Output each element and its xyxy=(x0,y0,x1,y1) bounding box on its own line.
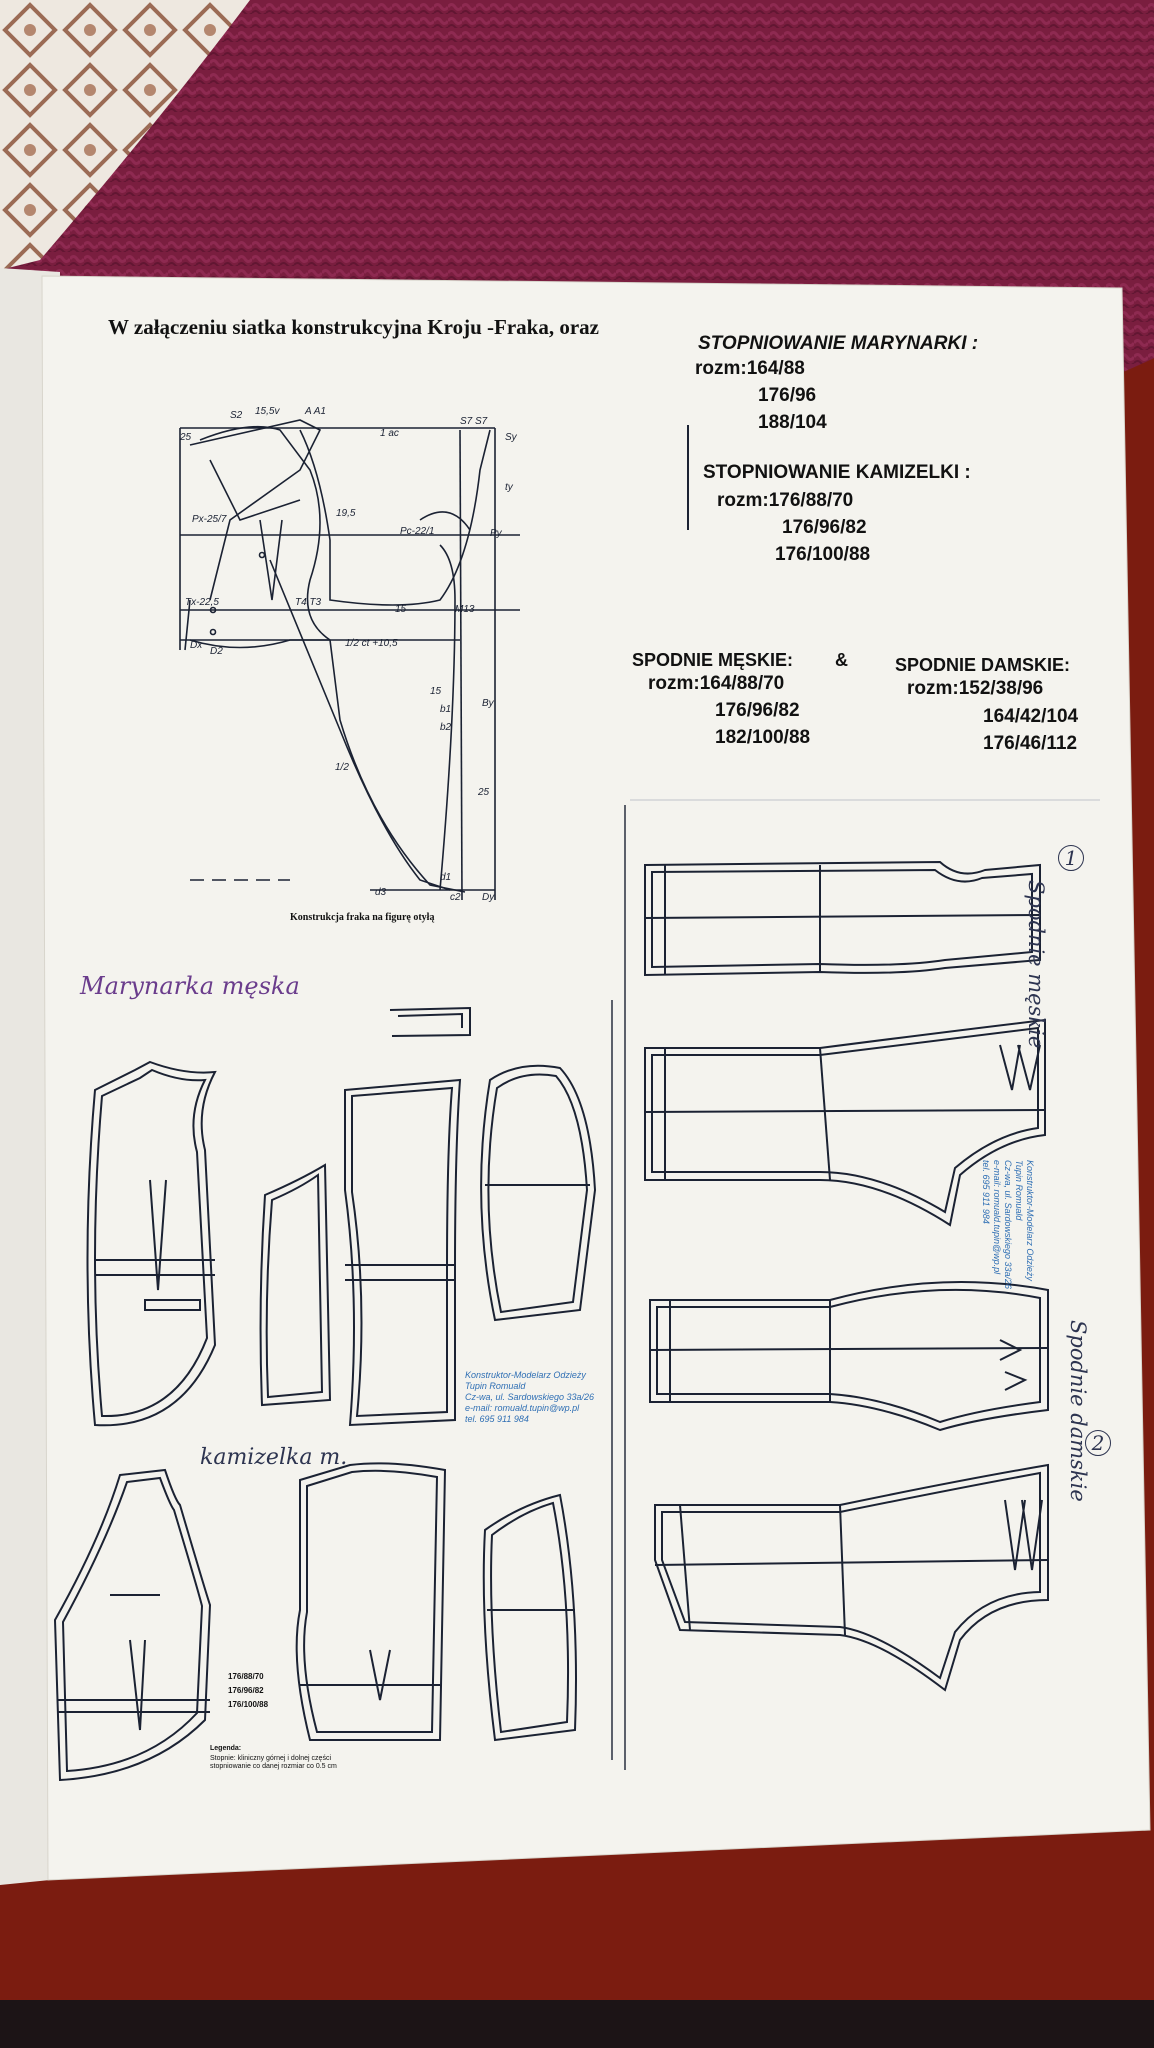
svg-text:By: By xyxy=(482,698,495,709)
handwritten-number-1: 1 xyxy=(1058,845,1084,871)
legend-title: Legenda: xyxy=(210,1745,242,1752)
svg-text:1/2 ct +10,5: 1/2 ct +10,5 xyxy=(345,638,398,649)
svg-text:15: 15 xyxy=(395,604,407,615)
marynarka-size-3: 188/104 xyxy=(758,412,827,433)
handwritten-marynarka: Marynarka męska xyxy=(80,972,300,1000)
designer-stamp: Konstruktor-Modelarz Odzieży Tupin Romua… xyxy=(465,1370,610,1425)
kamizelka-mark-2: 176/96/82 xyxy=(228,1686,264,1695)
svg-text:T4 T3: T4 T3 xyxy=(295,597,322,608)
svg-text:Pc-22/1: Pc-22/1 xyxy=(400,526,434,537)
handwritten-spodnie-damskie: Spodnie damskie xyxy=(1066,1320,1090,1502)
spodnie-meskie-title: SPODNIE MĘSKIE: xyxy=(632,650,794,670)
stamp-email: e-mail: romuald.tupin@wp.pl xyxy=(465,1403,580,1413)
svg-text:Px-25/7: Px-25/7 xyxy=(192,514,227,525)
handwritten-spodnie-meskie: Spodnie męskie xyxy=(1024,880,1048,1049)
spodnie-meskie-size-3: 182/100/88 xyxy=(715,727,811,748)
svg-text:15: 15 xyxy=(430,686,442,697)
svg-text:d1: d1 xyxy=(440,872,451,883)
kamizelka-size-3: 176/100/88 xyxy=(775,544,871,565)
spodnie-damskie-size-1: rozm:152/38/96 xyxy=(907,678,1044,699)
svg-text:b2: b2 xyxy=(440,722,452,733)
stamp-rot-person: Tupin Romuald xyxy=(1014,1160,1024,1221)
marynarka-size-2: 176/96 xyxy=(758,385,817,406)
spodnie-meskie-size-1: rozm:164/88/70 xyxy=(648,673,785,694)
stamp-rot-address: Cz-wa, ul. Sardowskiego 33a/26 xyxy=(1003,1160,1013,1290)
trousers-patterns xyxy=(644,860,1049,1692)
bottom-shadow xyxy=(0,2000,1154,2048)
lace-doily xyxy=(0,0,250,270)
svg-text:M13: M13 xyxy=(455,604,475,615)
svg-text:d3: d3 xyxy=(375,887,387,898)
svg-text:1 ac: 1 ac xyxy=(380,428,399,439)
svg-text:15,5v: 15,5v xyxy=(255,406,280,417)
svg-text:ty: ty xyxy=(505,482,514,493)
svg-text:Dy: Dy xyxy=(482,892,495,903)
svg-text:c2: c2 xyxy=(450,892,461,903)
stamp-rot-phone: tel. 695 911 984 xyxy=(981,1160,991,1224)
stamp-name: Konstruktor-Modelarz Odzieży xyxy=(465,1370,586,1380)
legend-text: Stopnie: kliniczny górnej i dolnej częśc… xyxy=(210,1755,337,1770)
handwritten-number-2: 2 xyxy=(1085,1430,1111,1456)
ampersand: & xyxy=(835,650,848,670)
handwritten-kamizelka: kamizelka m. xyxy=(200,1445,348,1470)
spodnie-damskie-size-2: 164/42/104 xyxy=(983,706,1079,727)
spodnie-meskie-size-2: 176/96/82 xyxy=(715,700,800,721)
stamp-address: Cz-wa, ul. Sardowskiego 33a/26 xyxy=(465,1392,595,1402)
svg-text:Tx-22,5: Tx-22,5 xyxy=(185,597,219,608)
spodnie-damskie-size-3: 176/46/112 xyxy=(983,733,1078,754)
kamizelka-mark-1: 176/88/70 xyxy=(228,1672,264,1681)
kamizelka-mark-3: 176/100/88 xyxy=(228,1700,269,1709)
marynarka-patterns xyxy=(86,1000,613,1760)
svg-text:19,5: 19,5 xyxy=(336,508,356,519)
kamizelka-grading-title: STOPNIOWANIE KAMIZELKI : xyxy=(703,462,971,483)
kamizelka-patterns xyxy=(53,1462,577,1782)
svg-text:S7 S7: S7 S7 xyxy=(460,416,488,427)
svg-text:S2: S2 xyxy=(230,410,243,421)
frak-construction-drawing xyxy=(179,419,520,901)
svg-text:Sy: Sy xyxy=(505,432,518,443)
marynarka-size-1: rozm:164/88 xyxy=(695,358,805,379)
svg-text:25: 25 xyxy=(179,432,192,443)
spodnie-damskie-title: SPODNIE DAMSKIE: xyxy=(895,655,1071,675)
svg-text:b1: b1 xyxy=(440,704,451,715)
stamp-rot-email: e-mail: romuald.tupin@wp.pl xyxy=(992,1160,1002,1275)
marynarka-grading-title: STOPNIOWANIE MARYNARKI : xyxy=(698,333,979,354)
designer-stamp-rotated: Konstruktor-Modelarz Odzieży Tupin Romua… xyxy=(980,1160,1035,1310)
svg-text:Py: Py xyxy=(490,528,503,539)
kamizelka-size-1: rozm:176/88/70 xyxy=(717,490,854,511)
stamp-rot-name: Konstruktor-Modelarz Odzieży xyxy=(1025,1160,1035,1281)
stamp-person: Tupin Romuald xyxy=(465,1381,526,1391)
svg-text:Dx: Dx xyxy=(190,640,203,651)
intro-text: W załączeniu siatka konstrukcyjna Kroju … xyxy=(108,315,599,339)
frak-caption: Konstrukcja fraka na figurę otyłą xyxy=(290,912,435,923)
stamp-phone: tel. 695 911 984 xyxy=(465,1414,529,1424)
svg-text:D2: D2 xyxy=(210,646,223,657)
svg-text:A A1: A A1 xyxy=(304,406,326,417)
svg-text:25: 25 xyxy=(477,787,490,798)
kamizelka-size-2: 176/96/82 xyxy=(782,517,867,538)
svg-text:1/2: 1/2 xyxy=(335,762,349,773)
